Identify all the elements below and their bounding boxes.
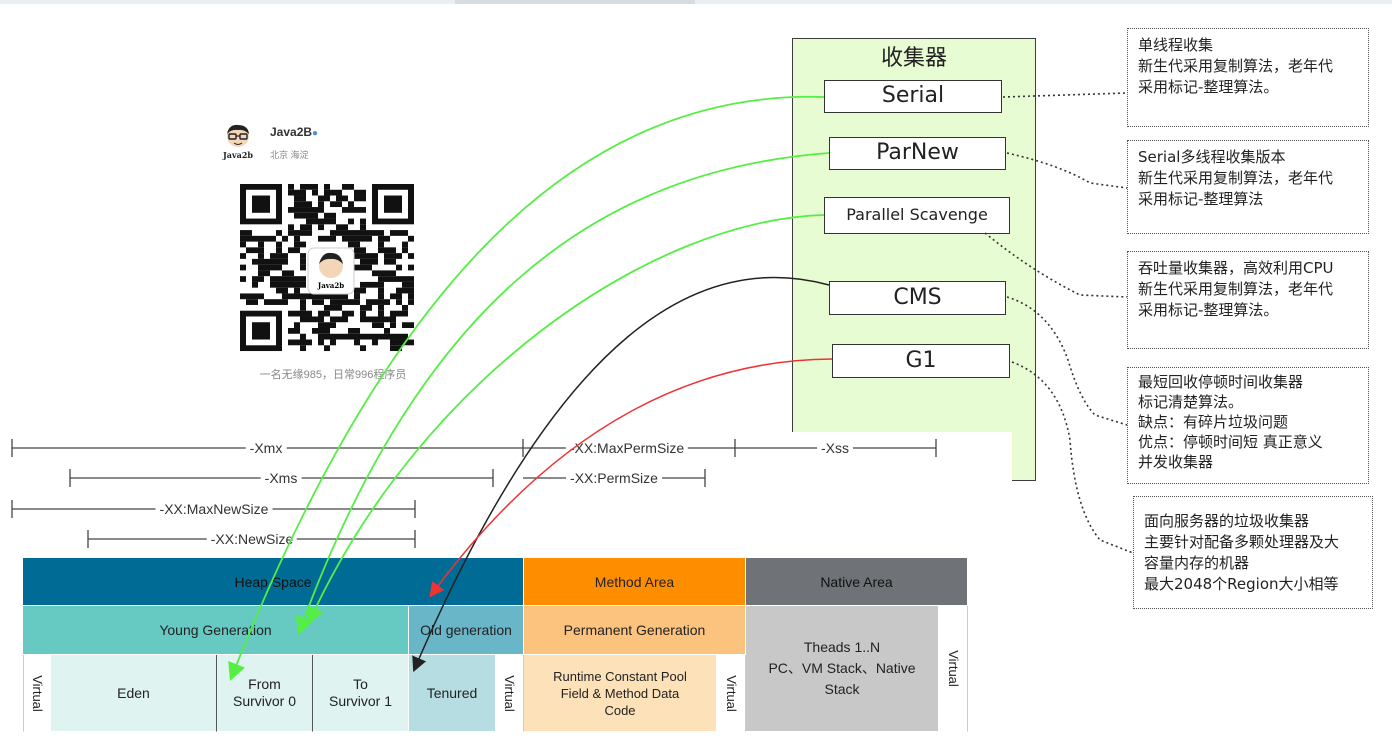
note-line: 优点：停顿时间短 真正意义 [1138,433,1323,451]
tenured: Tenured [409,655,496,732]
old-virtual-label: Virtual [502,674,517,712]
note-line: 面向服务器的垃圾收集器 [1144,512,1310,530]
svg-text:Java2b: Java2b [317,281,344,290]
heap-space: Heap Space [23,558,524,606]
dim-xss: -Xss [817,440,853,456]
method-virtual-label: Virtual [723,674,739,712]
collector-serial[interactable]: Serial [824,80,1002,113]
collector-cms[interactable]: CMS [829,281,1006,315]
native-area: Native Area [746,558,968,606]
young-generation: Young Generation [23,606,409,655]
collector-parnew[interactable]: ParNew [829,137,1006,170]
from-survivor-0: From Survivor 0 [217,655,313,732]
note-line: 容量内存的机器 [1144,554,1250,572]
qr-caption: 一名无缘985，日常996程序员 [259,369,407,381]
to-survivor-1: To Survivor 1 [313,655,409,732]
note-line: 单线程收集 [1138,36,1214,54]
note-line: 新生代采用复制算法，老年代 [1138,280,1334,298]
note-line: 主要针对配备多颗处理器及大 [1144,533,1340,551]
collector-panel-title: 收集器 [880,46,947,71]
native-virtual: Virtual [939,606,968,732]
profile-location: 北京 海淀 [270,150,309,160]
note-line: 吞吐量收集器，高效利用CPU [1138,259,1334,277]
note-line: 最大2048个Region大小相等 [1144,575,1339,593]
dim-xms: -Xms [260,470,302,486]
note-line: 采用标记-整理算法 [1138,190,1264,208]
young-virtual: Virtual [23,655,51,732]
method-virtual: Virtual [717,655,746,732]
dim-maxpermsize: -XX:MaxPermSize [565,440,689,456]
note-line: 采用标记-整理算法。 [1138,301,1279,319]
qr-code: Java2b [240,184,414,352]
note-parnew: Serial多线程收集版本 新生代采用复制算法，老年代 采用标记-整理算法 [1127,140,1369,234]
note-g1: 面向服务器的垃圾收集器 主要针对配备多颗处理器及大 容量内存的机器 最大2048… [1133,496,1373,609]
native-virtual-label: Virtual [945,650,961,687]
old-generation: Old generation [409,606,524,655]
note-line: 新生代采用复制算法，老年代 [1138,57,1334,75]
note-line: 并发收集器 [1138,453,1214,471]
user-icon: ● [312,128,319,139]
note-cms: 最短回收停顿时间收集器 标记清楚算法。 缺点：有碎片垃圾问题 优点：停顿时间短 … [1127,367,1369,484]
dimension-area [0,432,1012,492]
young-virtual-label: Virtual [29,674,45,712]
avatar-label: Java2b [223,150,253,160]
dim-maxnewsize: -XX:MaxNewSize [155,501,273,517]
method-area: Method Area [524,558,746,606]
eden: Eden [51,655,217,732]
note-parallel: 吞吐量收集器，高效利用CPU 新生代采用复制算法，老年代 采用标记-整理算法。 [1127,251,1369,349]
dim-newsize: -XX:NewSize [206,531,298,547]
note-line: 采用标记-整理算法。 [1138,78,1279,96]
note-line: 标记清楚算法。 [1138,393,1244,411]
profile-name[interactable]: Java2B● [270,125,319,139]
note-line: Serial多线程收集版本 [1138,148,1286,166]
threads: Theads 1..N PC、VM Stack、Native Stack [746,606,939,732]
old-virtual: Virtual [496,655,524,732]
collector-parallel-scavenge[interactable]: Parallel Scavenge [824,197,1010,234]
note-line: 新生代采用复制算法，老年代 [1138,169,1334,187]
runtime-constant-pool: Runtime Constant Pool Field & Method Dat… [524,655,717,732]
note-line: 最短回收停顿时间收集器 [1138,373,1304,391]
dim-permsize: -XX:PermSize [566,470,662,486]
note-serial: 单线程收集 新生代采用复制算法，老年代 采用标记-整理算法。 [1127,28,1369,127]
dim-xmx: -Xmx [245,440,287,456]
permanent-generation: Permanent Generation [524,606,746,655]
note-line: 缺点：有碎片垃圾问题 [1138,413,1289,431]
collector-g1[interactable]: G1 [832,344,1010,378]
top-scroll-strip [0,0,1392,4]
